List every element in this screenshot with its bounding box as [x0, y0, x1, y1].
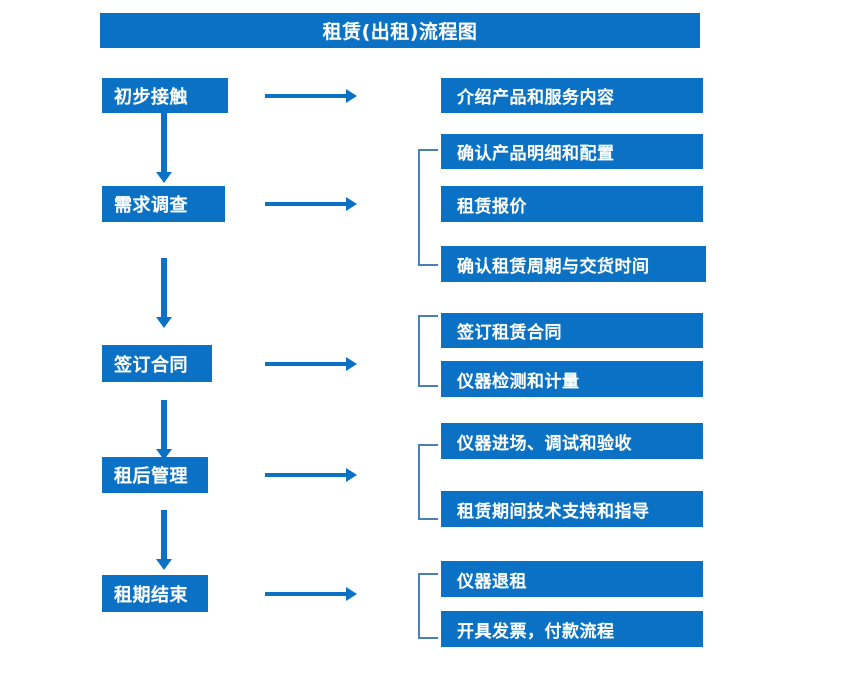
arrow-shaft: [265, 473, 346, 477]
arrow-head: [346, 357, 357, 371]
arrow-shaft: [161, 510, 167, 559]
arrow-head: [156, 449, 172, 460]
group-bracket-2: [418, 149, 438, 266]
group-bracket-4: [418, 444, 438, 520]
flow-arrow-right-3: [265, 357, 357, 371]
arrow-shaft: [265, 202, 346, 206]
arrow-head: [346, 587, 357, 601]
arrow-shaft: [161, 113, 167, 172]
stage-box-3[interactable]: 签订合同: [102, 345, 212, 382]
detail-box-2-2[interactable]: 租赁报价: [441, 186, 703, 222]
group-bracket-3: [418, 315, 438, 387]
detail-box-3-2[interactable]: 仪器检测和计量: [441, 361, 703, 397]
flow-arrow-right-5: [265, 587, 357, 601]
arrow-head: [156, 559, 172, 570]
arrow-shaft: [161, 400, 167, 449]
arrow-shaft: [265, 94, 346, 98]
arrow-head: [346, 197, 357, 211]
detail-box-2-3[interactable]: 确认租赁周期与交货时间: [441, 246, 706, 282]
arrow-shaft: [265, 362, 346, 366]
diagram-title: 租赁(出租)流程图: [100, 13, 700, 48]
flow-arrow-down-1: [156, 113, 172, 183]
stage-box-5[interactable]: 租期结束: [102, 575, 208, 612]
arrow-head: [156, 172, 172, 183]
stage-box-1[interactable]: 初步接触: [102, 78, 228, 113]
stage-box-2[interactable]: 需求调查: [102, 186, 225, 222]
stage-box-4[interactable]: 租后管理: [102, 457, 208, 493]
detail-box-4-2[interactable]: 租赁期间技术支持和指导: [441, 491, 703, 527]
arrow-head: [346, 89, 357, 103]
arrow-head: [346, 468, 357, 482]
detail-box-3-1[interactable]: 签订租赁合同: [441, 313, 703, 348]
flow-arrow-right-4: [265, 468, 357, 482]
flow-arrow-down-3: [156, 400, 172, 460]
flow-arrow-down-2: [156, 258, 172, 328]
detail-box-5-2[interactable]: 开具发票，付款流程: [441, 611, 703, 647]
group-bracket-5: [418, 573, 438, 639]
arrow-shaft: [265, 592, 346, 596]
flow-arrow-right-1: [265, 89, 357, 103]
flow-arrow-right-2: [265, 197, 357, 211]
detail-box-5-1[interactable]: 仪器退租: [441, 561, 703, 597]
arrow-head: [156, 317, 172, 328]
flow-arrow-down-4: [156, 510, 172, 570]
detail-box-1-1[interactable]: 介绍产品和服务内容: [441, 78, 703, 113]
detail-box-2-1[interactable]: 确认产品明细和配置: [441, 134, 703, 169]
detail-box-4-1[interactable]: 仪器进场、调试和验收: [441, 423, 703, 459]
arrow-shaft: [161, 258, 167, 317]
